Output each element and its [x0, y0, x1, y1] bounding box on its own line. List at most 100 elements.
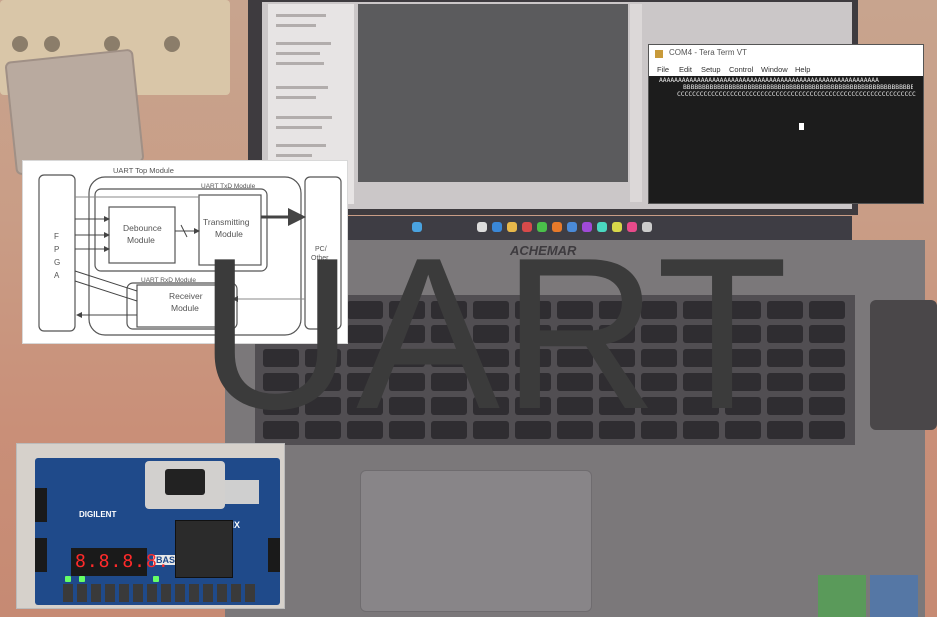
menu-setup[interactable]: Setup — [701, 65, 721, 74]
terminal-line: AAAAAAAAAAAAAAAAAAAAAAAAAAAAAAAAAAAAAAAA… — [659, 77, 879, 84]
app-icon — [582, 222, 592, 232]
slide-switch — [231, 584, 241, 602]
app-icon — [612, 222, 622, 232]
keyboard-key — [347, 349, 383, 367]
keyboard-key — [683, 325, 719, 343]
terminal-menu-bar: File Edit Setup Control Window Help — [649, 63, 923, 76]
slide-switch — [133, 584, 143, 602]
keyboard-key — [641, 397, 677, 415]
terminal-title-bar[interactable]: COM4 - Tera Term VT — [649, 45, 923, 63]
menu-edit[interactable]: Edit — [679, 65, 692, 74]
slide-switch — [147, 584, 157, 602]
keyboard-key — [263, 421, 299, 439]
keyboard-key — [809, 397, 845, 415]
keyboard-key — [515, 301, 551, 319]
keyboard-key — [473, 349, 509, 367]
keyboard-key — [389, 397, 425, 415]
app-icon — [507, 222, 517, 232]
keyboard-key — [725, 421, 761, 439]
keyboard-key — [431, 349, 467, 367]
keyboard-key — [725, 301, 761, 319]
keyboard-key — [557, 397, 593, 415]
txd-module-block — [94, 188, 268, 272]
keyboard-key — [641, 301, 677, 319]
slide-switch — [105, 584, 115, 602]
keyboard-key — [641, 349, 677, 367]
keyboard-key — [473, 301, 509, 319]
plastic-case — [4, 48, 145, 176]
seven-segment-digits: 8.8.8.8. — [75, 551, 170, 572]
pcb: DIGILENT XILINX BASYS 3 8.8.8.8. — [35, 458, 280, 605]
keyboard-key — [515, 397, 551, 415]
keyboard-key — [389, 421, 425, 439]
keyboard-key — [431, 325, 467, 343]
keyboard-key — [725, 397, 761, 415]
keyboard-key — [347, 373, 383, 391]
keyboard-key — [473, 421, 509, 439]
vga-connector — [145, 461, 225, 509]
uart-block-diagram: UART Top Module UART TxD Module UART RxD… — [22, 160, 348, 344]
fpga-letter: F — [54, 232, 59, 241]
pmod-connector — [35, 488, 47, 522]
pmod-connector — [268, 538, 280, 572]
pc-block — [304, 176, 342, 330]
keyboard-key — [473, 325, 509, 343]
keyboard-key — [809, 373, 845, 391]
keyboard-key — [263, 397, 299, 415]
fpga-block — [38, 174, 76, 332]
top-module-block — [88, 176, 302, 336]
receiver-label: Receiver — [169, 291, 203, 301]
menu-help[interactable]: Help — [795, 65, 811, 74]
slide-switch — [77, 584, 87, 602]
keyboard-key — [809, 421, 845, 439]
keyboard-key — [683, 349, 719, 367]
keyboard-key — [557, 325, 593, 343]
terminal-line: BBBBBBBBBBBBBBBBBBBBBBBBBBBBBBBBBBBBBBBB… — [683, 84, 913, 91]
rxd-module-block — [126, 282, 238, 330]
keyboard-key — [515, 325, 551, 343]
windows-taskbar — [262, 216, 852, 240]
seven-segment-display: 8.8.8.8. — [71, 548, 169, 576]
keyboard-key — [557, 349, 593, 367]
slide-switch — [161, 584, 171, 602]
keyboard-key — [725, 325, 761, 343]
debounce-label: Module — [127, 235, 155, 245]
terminal-output[interactable]: AAAAAAAAAAAAAAAAAAAAAAAAAAAAAAAAAAAAAAAA… — [649, 76, 923, 203]
keyboard-key — [683, 373, 719, 391]
terminal-line: CCCCCCCCCCCCCCCCCCCCCCCCCCCCCCCCCCCCCCCC… — [677, 91, 916, 98]
tera-term-window[interactable]: COM4 - Tera Term VT File Edit Setup Cont… — [648, 44, 924, 204]
fpga-chip — [175, 520, 233, 578]
keyboard-key — [347, 325, 383, 343]
menu-control[interactable]: Control — [729, 65, 754, 74]
keyboard-key — [431, 373, 467, 391]
start-icon — [412, 222, 422, 232]
knob-icon — [104, 36, 120, 52]
app-icon — [597, 222, 607, 232]
keyboard-key — [767, 373, 803, 391]
keyboard-key — [305, 421, 341, 439]
fpga-letter: A — [54, 271, 60, 280]
tera-term-icon — [655, 50, 663, 58]
debounce-label: Debounce — [123, 223, 162, 233]
app-icon — [627, 222, 637, 232]
page-title: UART — [198, 212, 791, 454]
digilent-logo: DIGILENT — [79, 510, 117, 519]
keyboard-key — [767, 301, 803, 319]
keyboard-key — [347, 421, 383, 439]
basys3-board-photo: DIGILENT XILINX BASYS 3 8.8.8.8. — [16, 443, 285, 609]
menu-file[interactable]: File — [657, 65, 670, 74]
txd-module-label: UART TxD Module — [201, 183, 256, 190]
top-module-label: UART Top Module — [113, 166, 174, 175]
keyboard-key — [809, 325, 845, 343]
app-icon — [492, 222, 502, 232]
keyboard-key — [431, 301, 467, 319]
rxd-module-label: UART RxD Module — [141, 277, 196, 284]
keyboard-key — [641, 373, 677, 391]
keyboard-key — [599, 421, 635, 439]
fpga-letter: G — [54, 258, 60, 267]
keyboard-key — [599, 349, 635, 367]
keyboard-key — [725, 373, 761, 391]
keyboard-key — [515, 349, 551, 367]
menu-window[interactable]: Window — [761, 65, 788, 74]
keyboard-key — [263, 373, 299, 391]
